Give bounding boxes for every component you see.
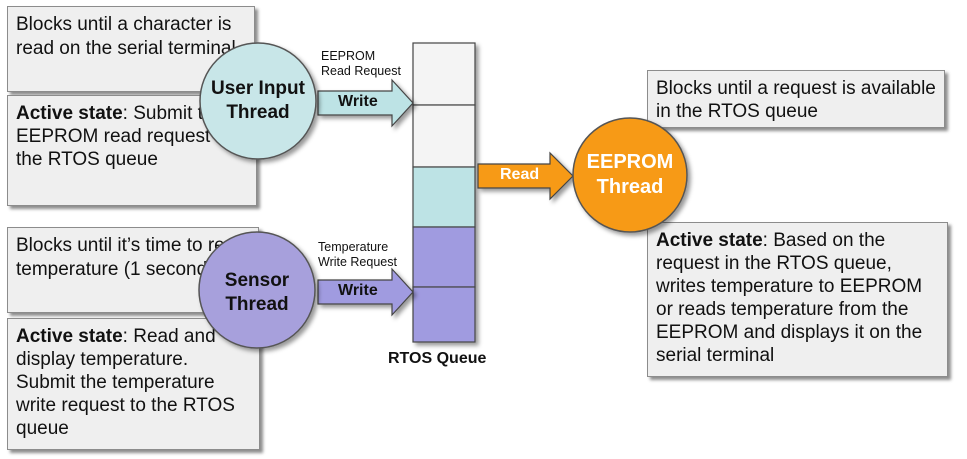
eeprom-thread-circle	[572, 117, 688, 233]
eeprom-active-box: Active state: Based on the request in th…	[647, 222, 948, 377]
queue-slot-3	[412, 166, 476, 228]
queue-slot-5	[412, 286, 476, 343]
sensor-thread-label: Sensor Thread	[199, 269, 315, 317]
sensor-active-text: : Read and display temperature. Submit t…	[16, 326, 235, 439]
eeprom-thread-line2: Thread	[596, 176, 664, 198]
sensor-thread-line2: Thread	[225, 294, 289, 315]
queue-slot-4	[412, 226, 476, 288]
eeprom-active-title: Active state	[656, 230, 763, 251]
eeprom-active-text: : Based on the request in the RTOS queue…	[656, 230, 923, 366]
eeprom-read-request-line1: EEPROM	[321, 49, 376, 63]
user-write-label: Write	[338, 93, 378, 110]
sensor-active-box: Active state: Read and display temperatu…	[7, 318, 260, 450]
sensor-thread-line1: Sensor	[224, 270, 290, 291]
queue-slot-2	[412, 104, 476, 168]
user-write-arrow	[317, 78, 414, 128]
rtos-queue	[412, 42, 476, 343]
user-input-thread-label: User Input Thread	[200, 77, 316, 125]
eeprom-read-request-label: EEPROM Read Request	[321, 49, 401, 79]
user-blocks-box: Blocks until a character is read on the …	[7, 6, 255, 92]
eeprom-read-request-line2: Read Request	[321, 64, 401, 78]
read-label: Read	[500, 166, 540, 183]
eeprom-blocks-box: Blocks until a request is available in t…	[647, 70, 945, 128]
rtos-queue-label: RTOS Queue	[388, 350, 487, 367]
temperature-write-request-line1: Temperature	[318, 240, 389, 254]
eeprom-blocks-text: Blocks until a request is available in t…	[656, 78, 936, 122]
user-blocks-text: Blocks until a character is read on the …	[16, 14, 236, 59]
sensor-blocks-text: Blocks until it’s time to read temperatu…	[16, 235, 246, 280]
eeprom-thread-label: EEPROM Thread	[573, 150, 687, 200]
sensor-write-arrow	[317, 267, 414, 317]
read-arrow	[477, 151, 574, 201]
eeprom-thread-line1: EEPROM	[586, 151, 674, 173]
user-active-title: Active state	[16, 103, 123, 124]
queue-slot-1	[412, 42, 476, 106]
user-input-thread-line1: User Input	[211, 78, 305, 99]
user-input-thread-circle	[199, 42, 317, 160]
user-active-text: : Submit the EEPROM read request to the …	[16, 103, 232, 170]
temperature-write-request-line2: Write Request	[318, 255, 397, 269]
user-input-thread-line2: Thread	[226, 102, 290, 123]
sensor-active-title: Active state	[16, 326, 123, 347]
sensor-write-label: Write	[338, 282, 378, 299]
sensor-thread-circle	[198, 231, 316, 349]
temperature-write-request-label: Temperature Write Request	[318, 240, 397, 270]
